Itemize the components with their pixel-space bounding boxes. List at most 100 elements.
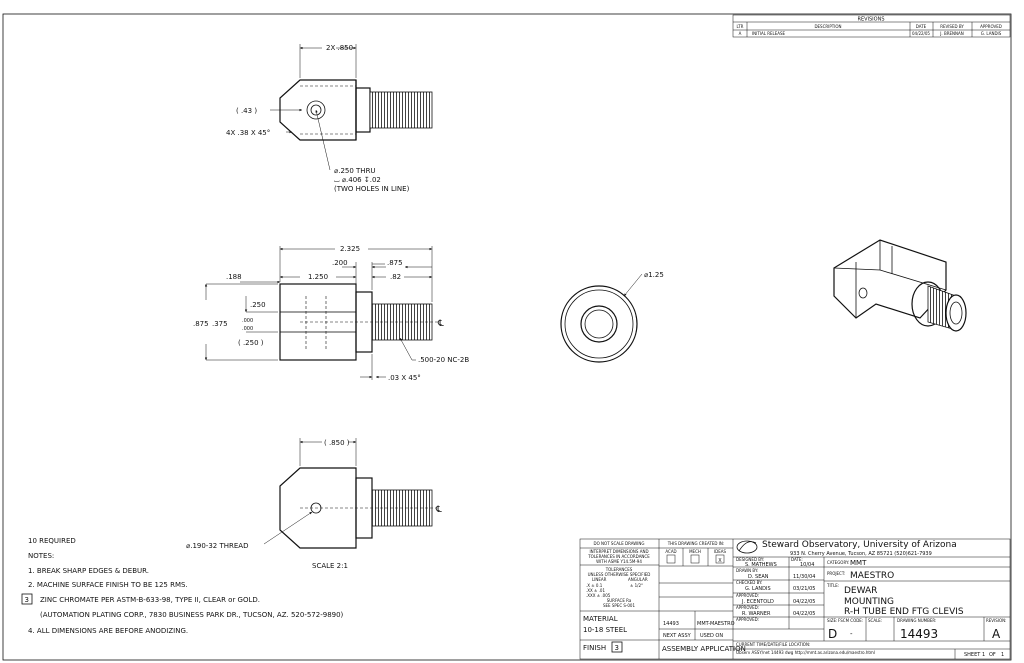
top-dim-chamfer: 4X .38 X 45° <box>226 129 270 137</box>
tb-drawn-by: D. SEAN <box>748 574 769 580</box>
front-dim-250: .250 <box>250 301 266 309</box>
tb-category: MMT <box>850 559 867 567</box>
tb-assembly-app: ASSEMBLY APPLICATION <box>662 645 746 653</box>
tb-approved-by-2: R. WARNER <box>742 611 771 617</box>
tb-designed-by: S. MATHEWS <box>745 562 777 568</box>
tb-next-assy: NEXT ASSY <box>663 633 692 639</box>
tb-checked-by: G. LANDIS <box>745 586 771 592</box>
tb-tol-x: .X ± 0.1 <box>586 583 603 588</box>
observatory-logo <box>736 540 758 554</box>
tb-linear: LINEAR <box>592 577 607 582</box>
revisions-title: REVISIONS <box>857 17 884 23</box>
note-3-number: 3 <box>25 596 29 604</box>
tb-title-label: TITLE: <box>826 583 839 588</box>
front-dim-overall: 2.325 <box>340 245 360 253</box>
tb-ra: SURFACE Ra <box>607 598 632 603</box>
tb-size: D <box>828 627 837 641</box>
tb-size-label: SIZE: <box>827 618 837 623</box>
rev-header-ltr: LTR <box>737 24 744 29</box>
tb-part-no: 14493 <box>663 621 679 627</box>
tb-current-path: Observ ASSY/net 14493 dwg http://mmt.as.… <box>736 650 875 655</box>
front-dim-000b: .000 <box>242 326 253 332</box>
front-dim-188: .188 <box>226 273 242 281</box>
tb-drawn-by-label: DRAWN BY: <box>736 568 758 573</box>
note-3: ZINC CHROMATE PER ASTM-B-633-98, TYPE II… <box>40 596 260 604</box>
isometric-view <box>833 239 967 332</box>
bottom-hole-callout: ⌀.190-32 THREAD <box>186 542 248 550</box>
top-note-line3: (TWO HOLES IN LINE) <box>334 185 410 193</box>
front-dim-200: .200 <box>332 259 348 267</box>
tb-observatory: Steward Observatory, University of Arizo… <box>762 540 957 550</box>
tb-finish-label: FINISH <box>583 644 606 652</box>
tb-code-label: FSCM CODE: <box>838 618 863 623</box>
tb-designed-date: 10/04 <box>800 562 814 568</box>
tb-checked-label: CHECKED BY: <box>736 580 762 585</box>
front-dim-375: .375 <box>212 320 228 328</box>
tb-revision: A <box>992 627 1001 641</box>
tb-sheet-of: 1 <box>1001 652 1004 658</box>
tb-sheet: 1 <box>982 652 985 658</box>
revisions-table: REVISIONS LTR DESCRIPTION DATE REVISED B… <box>732 14 1011 38</box>
note-3b: (AUTOMATION PLATING CORP., 7830 BUSINESS… <box>40 611 344 619</box>
tb-title-1: DEWAR <box>844 586 877 596</box>
rev-row-revised-by: J. BRENNAN <box>939 31 964 36</box>
front-view: ℄ 2.325 .200 .875 .188 1.250 .82 .250 .8… <box>193 245 469 382</box>
tb-drawing-number: 14493 <box>900 627 938 641</box>
tb-checked-date: 03/21/05 <box>793 586 815 592</box>
front-dim-875: .875 <box>387 259 403 267</box>
tb-ideas: IDEAS <box>714 549 727 554</box>
tb-tolerances: TOLERANCES <box>605 567 633 572</box>
tb-revision-label: REVISION: <box>986 618 1006 623</box>
tb-tol-ang: ± 1/2° <box>630 583 643 588</box>
tb-title-2: MOUNTING <box>844 597 894 607</box>
note-1: 1. BREAK SHARP EDGES & DEBUR. <box>28 567 149 575</box>
bottom-centerline: ℄ <box>435 505 442 515</box>
front-centerline: ℄ <box>437 319 444 329</box>
tb-current-location-label: CURRENT TIME/DATE/FILE LOCATION: <box>736 642 810 647</box>
rev-row-approved: G. LANDIS <box>981 31 1002 36</box>
tb-interpret-1: INTERPRET DIMENSIONS AND <box>589 549 648 554</box>
tb-address: 933 N. Cherry Avenue, Tucson, AZ 85721 (… <box>790 551 932 557</box>
tb-tol-xxx: .XXX ± .005 <box>586 593 611 598</box>
notes-required: 10 REQUIRED <box>28 537 76 545</box>
top-view: 2X .850 ( .43 ) 4X .38 X 45° ⌀.250 THRU … <box>226 44 433 193</box>
tb-designed-by-label: DESIGNED BY: <box>736 557 764 562</box>
rev-header-revised-by: REVISED BY <box>940 24 964 29</box>
tb-project: MAESTRO <box>850 571 894 581</box>
tb-material: 10-18 STEEL <box>583 626 627 634</box>
tb-dnsd: DO NOT SCALE DRAWING <box>594 541 645 546</box>
tb-angular: ANGULAR <box>628 577 648 582</box>
bottom-scale: SCALE 2:1 <box>312 562 348 570</box>
tb-spec: SEE SPEC S-001 <box>603 603 635 608</box>
tb-next-assy-no: MMT-MAESTRO <box>697 621 735 627</box>
bottom-view: ℄ ( .850 ) ⌀.190-32 THREAD SCALE 2:1 <box>186 438 442 570</box>
rev-header-date: DATE <box>916 24 927 29</box>
front-dim-82: .82 <box>390 273 401 281</box>
note-4: 4. ALL DIMENSIONS ARE BEFORE ANODIZING. <box>28 627 188 635</box>
top-note-line1: ⌀.250 THRU <box>334 167 376 175</box>
tb-tol-xx: .XX ± .01 <box>586 588 605 593</box>
front-chamfer-callout: .03 X 45° <box>388 374 421 382</box>
tb-code: - <box>850 630 853 638</box>
tb-approved-by-1: J. ECENTOLD <box>741 599 774 605</box>
tb-title-3: R-H TUBE END FTG CLEVIS <box>844 607 964 617</box>
top-dim-hole-pos: ( .43 ) <box>236 107 257 115</box>
end-view-diameter: ⌀1.25 <box>644 271 664 279</box>
sheet-border <box>2 13 1012 661</box>
tb-interpret-2: TOLERANCES IN ACCORDANCE <box>587 554 650 559</box>
tb-scale-label: SCALE: <box>868 618 882 623</box>
tb-date-label: DATE: <box>791 557 803 562</box>
tb-drawn-date: 11/30/04 <box>793 574 815 580</box>
title-block: DO NOT SCALE DRAWING INTERPRET DIMENSION… <box>579 538 1011 660</box>
tb-project-label: PROJECT: <box>827 571 845 576</box>
tb-sheet-label: SHEET <box>964 652 981 658</box>
end-view: ⌀1.25 <box>560 271 664 363</box>
tb-category-label: CATEGORY: <box>827 560 849 565</box>
tb-of-label: OF <box>989 652 996 658</box>
front-thread-callout: .500-20 NC-2B <box>418 356 469 364</box>
top-note-line2: ⌴ ⌀.406 ↧.02 <box>334 176 381 184</box>
tb-finish-number: 3 <box>615 644 619 652</box>
rev-row-ltr: A <box>739 31 742 36</box>
tb-ideas-mark: X <box>718 558 722 564</box>
